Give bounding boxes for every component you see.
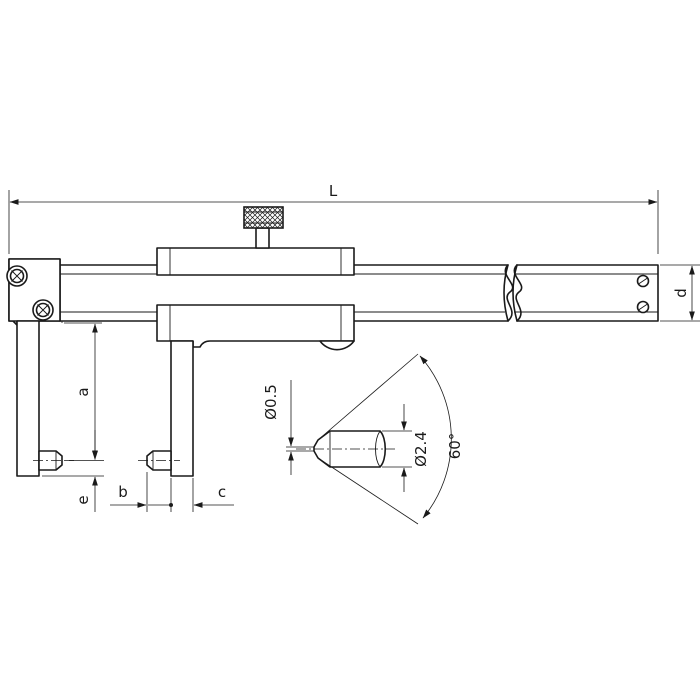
beam-end-screws xyxy=(636,274,650,314)
dimension-body-diameter: Ø2.4 xyxy=(382,404,430,492)
label-c: c xyxy=(218,483,226,501)
label-L: L xyxy=(329,182,338,200)
dimension-b-c: b c xyxy=(110,472,234,512)
main-beam xyxy=(59,264,659,322)
label-b: b xyxy=(118,483,128,501)
thumb-roller xyxy=(319,340,355,351)
slider-jaw-leg xyxy=(138,340,194,477)
dimension-L: L xyxy=(8,182,659,254)
slider-upper-block xyxy=(156,247,355,276)
fixed-jaw-leg xyxy=(16,320,74,477)
lock-screw xyxy=(243,206,284,249)
beam-break-lines xyxy=(504,264,523,322)
label-e: e xyxy=(74,495,92,504)
dimension-e: e xyxy=(42,430,104,512)
label-body-diameter: Ø2.4 xyxy=(412,431,430,467)
label-d: d xyxy=(672,288,690,298)
fixed-jaw-head xyxy=(6,258,61,326)
label-tip-diameter: Ø0.5 xyxy=(262,384,280,420)
label-a: a xyxy=(74,387,92,396)
dimension-a: a xyxy=(61,321,104,461)
dimension-tip-diameter: Ø0.5 xyxy=(262,380,314,475)
dimension-tip-angle: 60° xyxy=(317,353,464,525)
tip-detail xyxy=(296,430,395,468)
slider-lower-block xyxy=(156,304,355,348)
label-tip-angle: 60° xyxy=(446,433,464,460)
dimension-d: d xyxy=(660,264,700,322)
